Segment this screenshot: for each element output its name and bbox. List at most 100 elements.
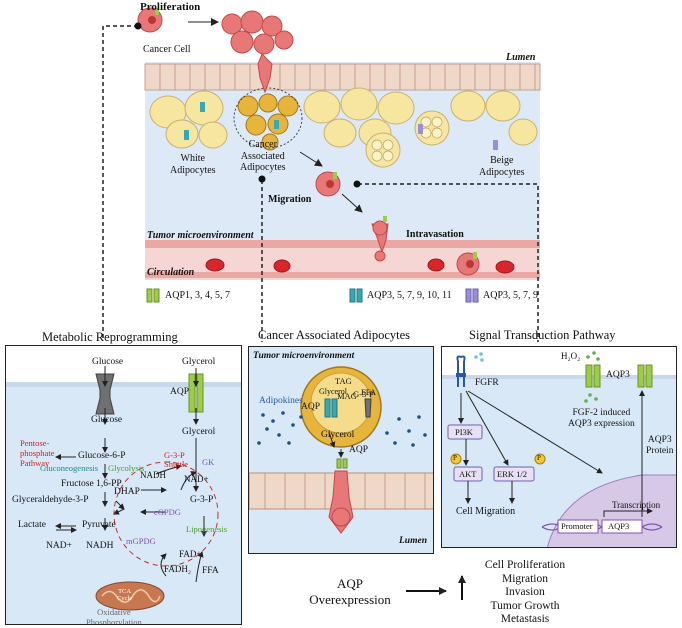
glycerol-label: Glycerol (182, 427, 216, 437)
legend-green-label: AQP1, 3, 4, 5, 7 (165, 290, 231, 301)
outcomes-label: Cell Proliferation Migration Invasion Tu… (484, 559, 566, 626)
middle-adipocytes (303, 87, 415, 148)
metabolic-title: Metabolic Reprogramming (42, 330, 178, 344)
glycolysis-label: Glycolysis (108, 463, 145, 473)
oxphos-label: Oxidative Phosphorylation (86, 607, 142, 625)
f16pp-label: Fructose 1,6-PP (61, 479, 122, 489)
lumen-label: Lumen (506, 52, 536, 63)
fgf2-label: FGF-2 induced AQP3 expression (568, 408, 635, 429)
g6p-label: Glucose-6-P (78, 451, 126, 461)
tme-label: Tumor microenvironment (147, 230, 254, 241)
aqp-teal-channel (274, 120, 279, 129)
glucose-top-label: Glucose (92, 357, 124, 367)
nadp-label: NAD+ (184, 474, 209, 484)
p-label-erk: P (537, 454, 541, 462)
mag-label: MAG (337, 391, 357, 401)
connector-dot (353, 180, 361, 188)
mgpdg-label: mGPDG (126, 536, 156, 546)
lactate-label: Lactate (18, 520, 46, 530)
nad2-label: NAD+ (46, 541, 72, 551)
p-label-akt: P (453, 454, 457, 462)
migration-label: Migration (268, 194, 312, 205)
caa-ffa-label: FFA (361, 387, 376, 397)
caa-tme-label: Tumor microenvironment (253, 351, 355, 361)
pi3k-label: PI3K (455, 427, 473, 437)
pyruvate-label: Pyruvate (82, 520, 116, 530)
cancer-cell-icon (137, 7, 163, 33)
caa-g3p-label: G-3-P (353, 389, 374, 399)
gk-label: GK (202, 457, 215, 467)
connector-dot (258, 175, 266, 183)
g3p-label: G-3-P (190, 495, 214, 505)
aqp-purple-channel (493, 140, 498, 150)
nadh1-label: NADH (140, 470, 166, 480)
caa-lumen-label: Lumen (399, 536, 427, 546)
cgpdg-label: cGPDG (154, 507, 181, 517)
caa-panel-title: Cancer Associated Adipocytes (258, 328, 411, 342)
aqp3-gene-label: AQP3 (608, 521, 630, 531)
beige-adipocytes-label: Beige Adipocytes (479, 155, 525, 178)
tca-label: TCA Cycle (117, 588, 133, 603)
circulating-cancer-cell (456, 252, 480, 276)
aqp-label: AQP (170, 387, 190, 397)
migrating-cell-icon (315, 171, 341, 197)
signal-title: Signal Transduction Pathway (469, 328, 616, 342)
circulation-label: Circulation (147, 267, 195, 278)
metabolic-graphics (6, 346, 241, 611)
aqp3-label: AQP3 (606, 370, 630, 380)
fad-label: FAD+ (179, 549, 202, 559)
caa-panel: Tumor microenvironment Adipokines TAG MA… (248, 346, 434, 554)
tumor-mass (221, 10, 294, 94)
glycerol-in-label: Glycerol (319, 387, 347, 396)
fadh2-label: FADH₂ (164, 564, 191, 574)
g3p-shuttle-label: G-3-P Shuttle (164, 450, 189, 470)
aqp-teal-channel (200, 102, 205, 112)
glycerol-top-label: Glycerol (182, 357, 216, 367)
akt-label: AKT (459, 469, 477, 479)
caa-aqp1-label: AQP (301, 402, 321, 412)
legend-swatches (146, 288, 479, 303)
caa-graphics (249, 366, 433, 534)
tag-label: TAG (335, 376, 352, 386)
glycerol-out-label: Glycerol (321, 430, 355, 440)
intravasating-cell-icon (371, 216, 389, 262)
metabolic-panel: Glucose Glycerol AQP Glucose Glycerol Pe… (5, 345, 242, 625)
glucose-label: Glucose (91, 415, 123, 425)
dhap-label: DHAP (114, 487, 140, 497)
connector-dot (134, 22, 142, 30)
connector-lines (102, 25, 539, 342)
nadh2-label: NADH (86, 541, 114, 551)
caa-aqp2-label: AQP (349, 445, 369, 455)
fgfr-label: FGFR (475, 378, 499, 388)
ffa-label: FFA (202, 566, 219, 576)
cell-migration-label: Cell Migration (456, 506, 516, 517)
red-blood-cells (205, 258, 515, 274)
proliferation-label: Proliferation (140, 1, 201, 13)
white-adipocytes-label: White Adipocytes (170, 153, 216, 176)
caa-label: Cancer Associated Adipocytes (240, 139, 286, 173)
epithelial-layer (144, 63, 541, 91)
ppp-label: Pentose- phosphate Pathway (20, 438, 55, 468)
adipokines-label: Adipokines (259, 396, 303, 406)
g3ph-label: Glyceraldehyde-3-P (12, 495, 89, 505)
legend-purple-label: AQP3, 5, 7, 9 (483, 290, 539, 301)
caa-highlight (233, 87, 303, 149)
endothelium (145, 240, 540, 278)
aqp-teal-channel (184, 130, 189, 140)
promoter-label: Promoter (561, 521, 593, 531)
aqp-purple-channel (418, 124, 423, 134)
beige-adipocytes-cluster (365, 90, 538, 168)
legend-teal-label: AQP3, 5, 7, 9, 10, 11 (367, 290, 452, 301)
aqp3-protein-label: AQP3 Protein (646, 435, 674, 456)
intravasation-label: Intravasation (406, 229, 464, 240)
transcription-label: Transcription (612, 500, 661, 510)
cancer-cell-label: Cancer Cell (143, 44, 191, 55)
gluconeogenesis-label: Gluconeogenesis (40, 463, 99, 473)
aqp-overexpression-label: AQP Overexpression (309, 576, 391, 607)
signal-panel: H₂O₂ FGFR AQP3 PI3K FGF-2 induced AQP3 e… (441, 346, 677, 548)
erk-label: ERK 1/2 (497, 469, 527, 479)
lipogenesis-label: Lipogenesis (186, 524, 228, 534)
signal-graphics (442, 347, 676, 547)
h2o2-label: H₂O₂ (561, 351, 581, 361)
